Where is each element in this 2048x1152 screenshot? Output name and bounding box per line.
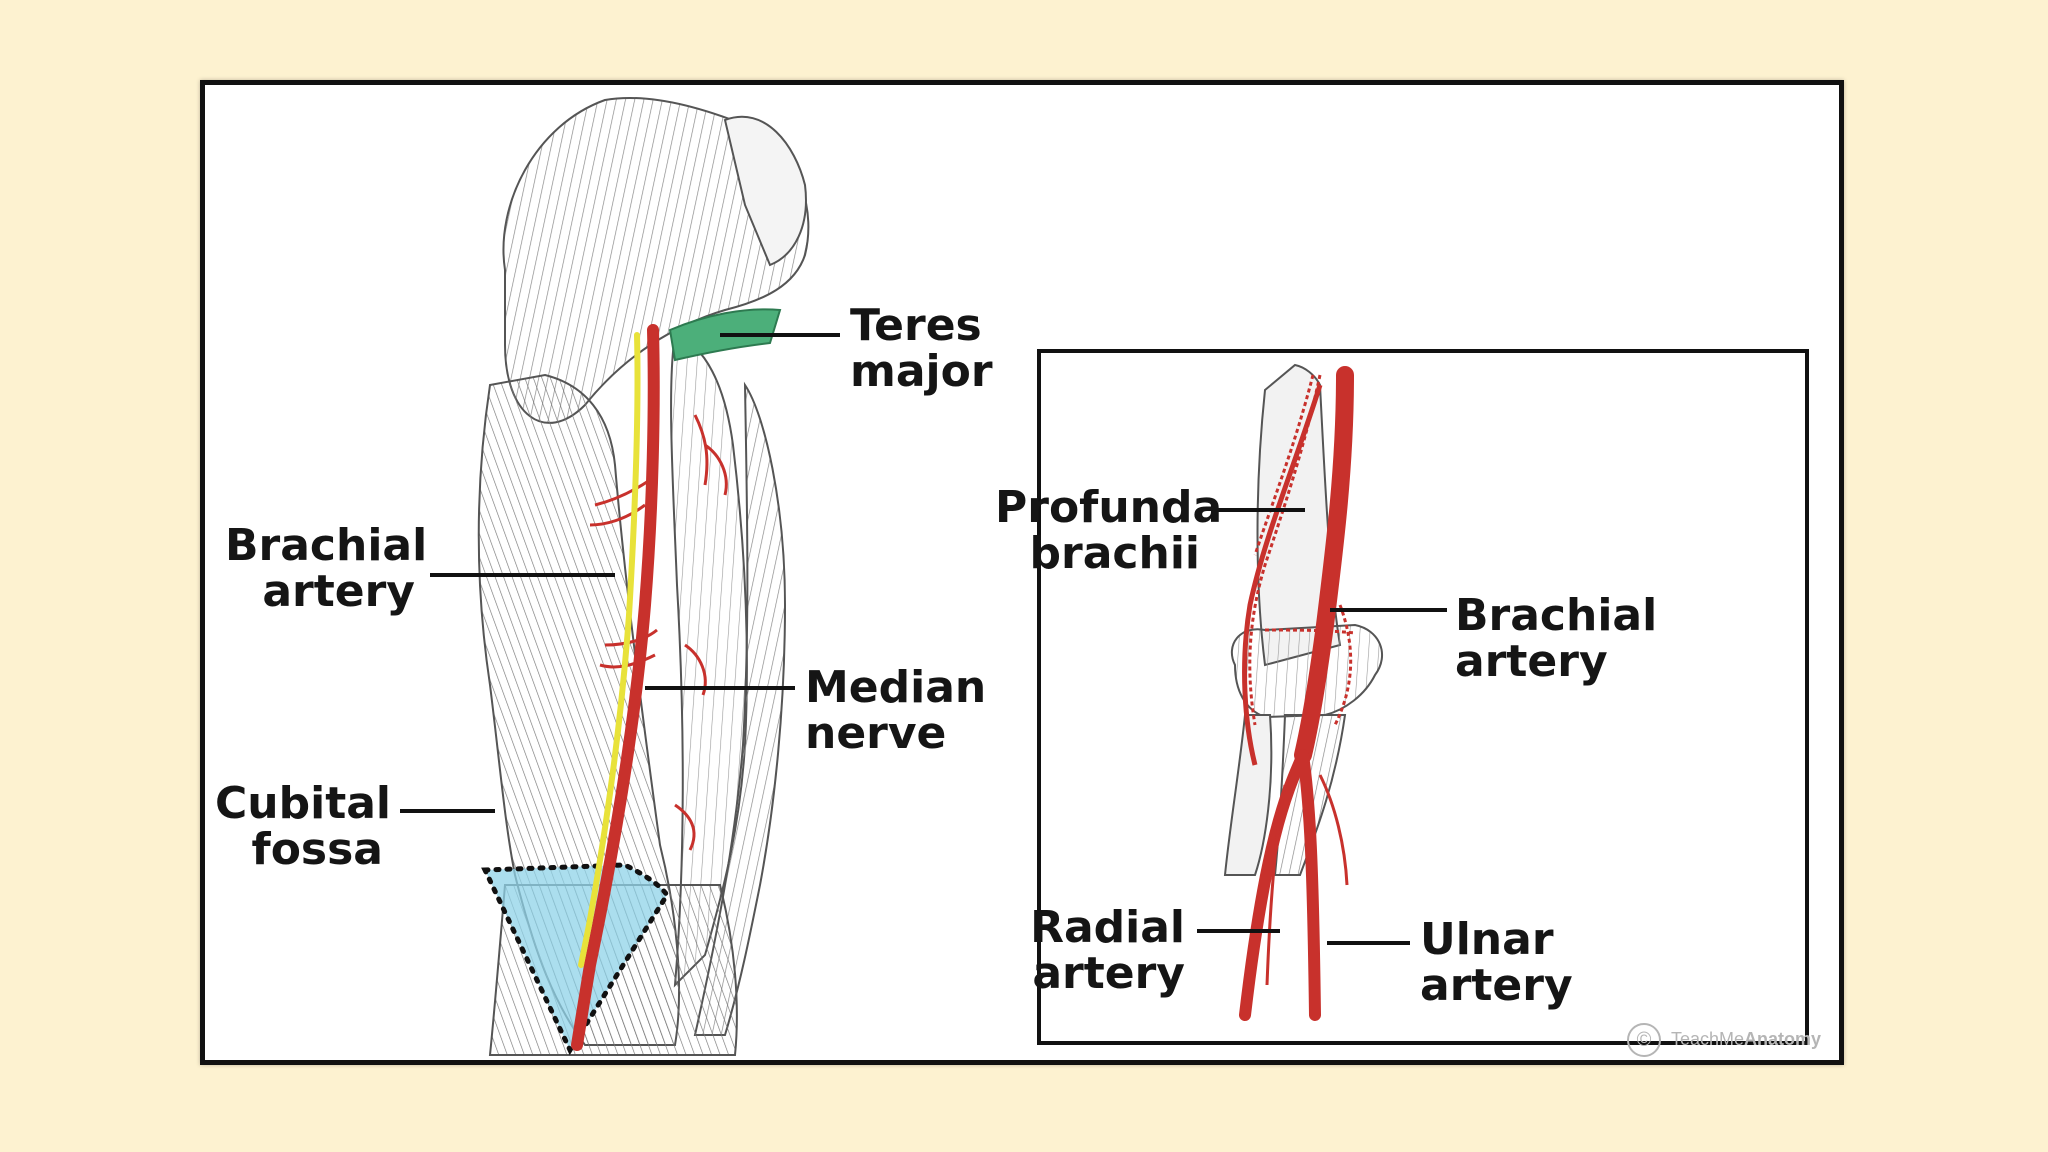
- copyright-icon: ©: [1627, 1023, 1661, 1057]
- label-cubital-fossa: Cubital fossa: [215, 778, 391, 875]
- elbow-inset-box: [1037, 349, 1809, 1045]
- label-median-nerve: Median nerve: [805, 662, 987, 759]
- watermark-suffix: Anatomy: [1744, 1028, 1822, 1049]
- elbow-drawing: [1223, 363, 1384, 1021]
- inset-brachial-artery-vessel: [1294, 366, 1354, 764]
- median-nerve-vessel: [578, 332, 641, 968]
- forearm-branches: [1265, 774, 1349, 986]
- arm-anatomy-illustration: [400, 97, 1447, 1056]
- profunda-brachii-vessel: [1242, 384, 1323, 766]
- label-profunda-brachii: Profunda brachii: [995, 482, 1223, 579]
- ulnar-artery-vessel: [1297, 749, 1321, 1021]
- watermark-prefix: TeachMe: [1671, 1028, 1745, 1049]
- cubital-fossa-region: [481, 862, 670, 1056]
- label-ulnar-artery: Ulnar artery: [1420, 914, 1573, 1011]
- triceps-muscle: [693, 381, 787, 1036]
- label-teres-major: Teres major: [850, 300, 993, 397]
- label-radial-artery: Radial artery: [1030, 902, 1185, 999]
- label-brachial-artery-left: Brachial artery: [225, 520, 428, 617]
- watermark: © TeachMeAnatomy: [1627, 1023, 1821, 1057]
- label-brachial-artery-right: Brachial artery: [1455, 590, 1658, 687]
- brachial-artery-vessel: [571, 324, 660, 1051]
- diagram-frame: Teres major Brachial artery Median nerve…: [200, 80, 1844, 1065]
- radial-artery-vessel: [1239, 749, 1309, 1021]
- leader-lines-left: [400, 333, 840, 813]
- radius-bone: [1223, 714, 1273, 876]
- leader-lines-inset: [1197, 508, 1447, 945]
- shoulder-cap: [723, 115, 807, 267]
